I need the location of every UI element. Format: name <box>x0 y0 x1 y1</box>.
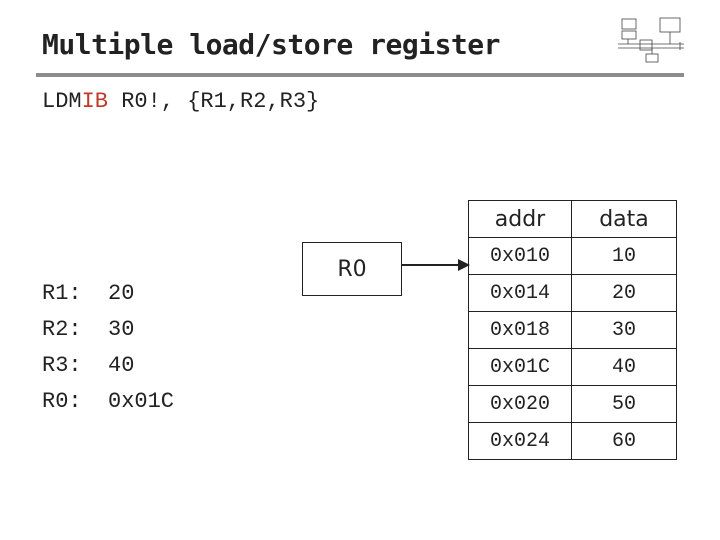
memory-header-row: addr data <box>468 200 677 238</box>
register-row: R2: 30 <box>42 312 174 348</box>
title-rule <box>36 73 684 77</box>
memory-data: 20 <box>571 274 677 312</box>
r0-pointer-box: R0 <box>302 242 402 296</box>
memory-addr: 0x01C <box>468 348 572 386</box>
register-value: 20 <box>108 281 135 306</box>
register-name: R1: <box>42 281 82 306</box>
memory-data: 40 <box>571 348 677 386</box>
memory-row: 0x014 20 <box>468 274 677 312</box>
instruction-op: LDM <box>42 89 82 114</box>
memory-data: 60 <box>571 422 677 460</box>
register-name: R0: <box>42 389 82 414</box>
memory-data: 30 <box>571 311 677 349</box>
pointer-arrow-icon <box>402 259 470 271</box>
instruction-line: LDMIB R0!, {R1,R2,R3} <box>42 89 319 114</box>
memory-addr: 0x010 <box>468 237 572 275</box>
memory-addr: 0x018 <box>468 311 572 349</box>
memory-table: addr data 0x010 10 0x014 20 0x018 30 0x0… <box>468 200 677 460</box>
memory-row: 0x018 30 <box>468 311 677 349</box>
register-name: R2: <box>42 317 82 342</box>
architecture-diagram-logo <box>618 17 684 63</box>
register-value: 30 <box>108 317 135 342</box>
memory-data: 10 <box>571 237 677 275</box>
memory-data: 50 <box>571 385 677 423</box>
slide-title: Multiple load/store register <box>42 28 501 61</box>
memory-addr: 0x014 <box>468 274 572 312</box>
data-header: data <box>571 200 677 238</box>
register-value: 0x01C <box>108 389 175 414</box>
memory-row: 0x010 10 <box>468 237 677 275</box>
memory-addr: 0x020 <box>468 385 572 423</box>
register-value: 40 <box>108 353 135 378</box>
instruction-mode: IB <box>81 89 109 114</box>
register-row: R1: 20 <box>42 276 174 312</box>
memory-row: 0x024 60 <box>468 422 677 460</box>
addr-header: addr <box>468 200 572 238</box>
register-list: R1: 20 R2: 30 R3: 40 R0: 0x01C <box>42 276 174 420</box>
memory-addr: 0x024 <box>468 422 572 460</box>
memory-row: 0x01C 40 <box>468 348 677 386</box>
register-name: R3: <box>42 353 82 378</box>
instruction-operands: R0!, {R1,R2,R3} <box>108 89 320 114</box>
memory-row: 0x020 50 <box>468 385 677 423</box>
register-row: R3: 40 <box>42 348 174 384</box>
register-row: R0: 0x01C <box>42 384 174 420</box>
